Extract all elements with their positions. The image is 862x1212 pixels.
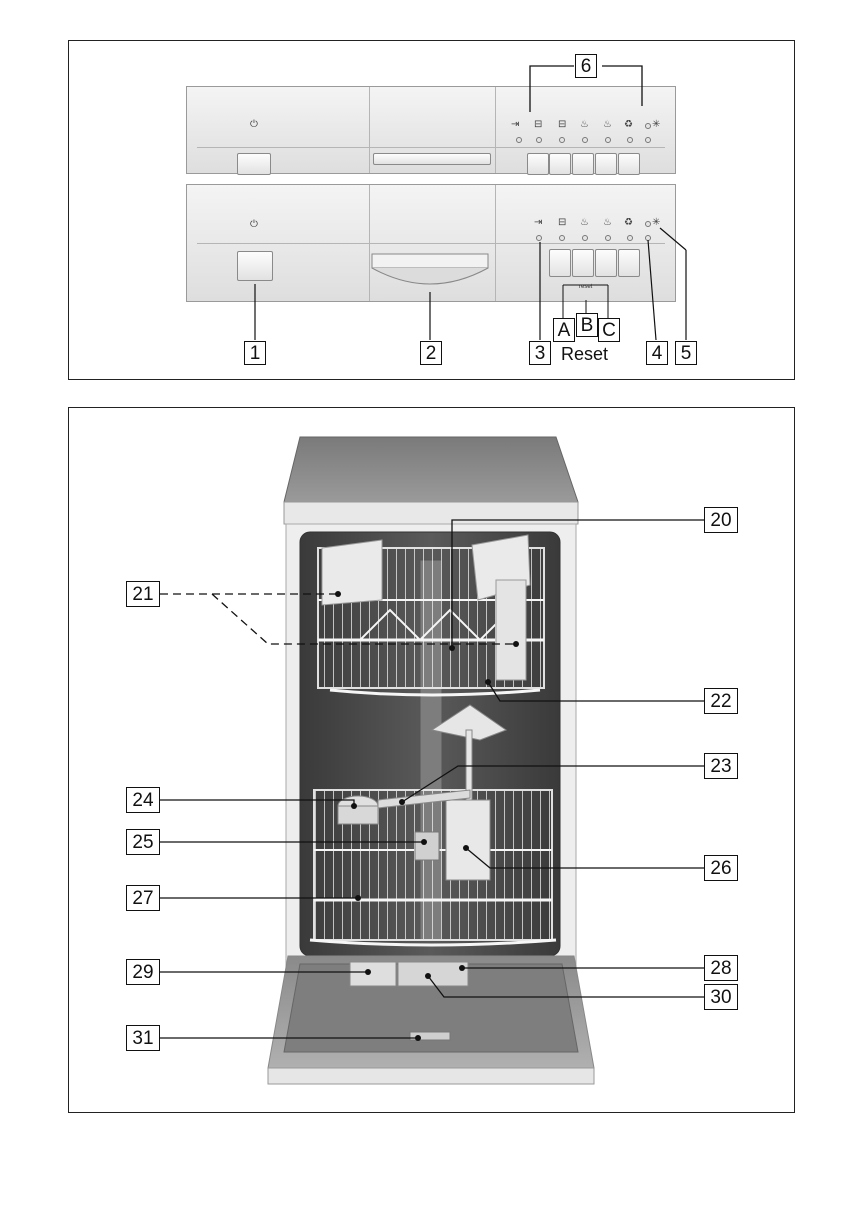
callout-1: 1 [244, 341, 266, 365]
program-button[interactable] [549, 249, 571, 277]
callout-3: 3 [529, 341, 551, 365]
program-icon-2: ♨ [580, 217, 589, 228]
led [645, 123, 651, 129]
power-button[interactable] [237, 153, 271, 175]
program-button[interactable] [618, 153, 640, 175]
callout-25: 25 [126, 829, 160, 855]
delay-led [536, 235, 542, 241]
program-icon-1: ⊟ [558, 217, 567, 228]
program-button[interactable] [572, 153, 594, 175]
callout-31: 31 [126, 1025, 160, 1051]
led [536, 137, 542, 143]
callout-26: 26 [704, 855, 738, 881]
delay-icon: ⇥ [511, 119, 520, 130]
led [627, 137, 633, 143]
callout-28: 28 [704, 955, 738, 981]
program-icon-4: ♻ [624, 217, 633, 228]
callout-27: 27 [126, 885, 160, 911]
program-button[interactable] [595, 249, 617, 277]
program-button[interactable] [527, 153, 549, 175]
led [605, 137, 611, 143]
callout-20: 20 [704, 507, 738, 533]
callout-5: 5 [675, 341, 697, 365]
led [627, 235, 633, 241]
callout-21: 21 [126, 581, 160, 607]
callout-4: 4 [646, 341, 668, 365]
callout-2: 2 [420, 341, 442, 365]
program-icon-5: ♻ [624, 119, 633, 130]
led [559, 235, 565, 241]
lower-basket [309, 704, 557, 947]
control-panel-upper: ⏻ ⇥ ⊟ ⊟ ♨ ♨ ♻ ✳ [186, 86, 676, 175]
reset-label: Reset [561, 344, 609, 364]
callout-23: 23 [704, 753, 738, 779]
program-icon-4: ♨ [603, 119, 612, 130]
control-panel-lower: ⏻ ⇥ ⊟ ♨ ♨ ♻ ✳ reset [186, 184, 676, 302]
program-button[interactable] [595, 153, 617, 175]
reset-small-label: reset [579, 284, 593, 290]
led [582, 235, 588, 241]
reset-callout-a: A [553, 318, 575, 342]
program-button[interactable] [549, 153, 571, 175]
program-icon-1: ⊟ [534, 119, 543, 130]
led [559, 137, 565, 143]
led [645, 137, 651, 143]
program-button[interactable] [572, 249, 594, 277]
program-icon-3: ♨ [603, 217, 612, 228]
led [582, 137, 588, 143]
program-button[interactable] [618, 249, 640, 277]
callout-30: 30 [704, 984, 738, 1010]
callout-6: 6 [575, 54, 597, 78]
upper-basket [317, 534, 545, 697]
led [605, 235, 611, 241]
callout-29: 29 [126, 959, 160, 985]
callout-22: 22 [704, 688, 738, 714]
reset-callout-c: C [598, 318, 620, 342]
reset-callout-b: B [576, 313, 598, 337]
led [516, 137, 522, 143]
led [645, 221, 651, 227]
rinse-aid-icon: ✳ [652, 119, 661, 130]
delay-icon: ⇥ [534, 217, 543, 228]
power-symbol-icon: ⏻ [250, 219, 258, 230]
rinse-aid-icon: ✳ [652, 217, 661, 228]
callout-24: 24 [126, 787, 160, 813]
program-icon-3: ♨ [580, 119, 589, 130]
power-button[interactable] [237, 251, 273, 281]
door-handle[interactable] [373, 153, 491, 165]
program-icon-2: ⊟ [558, 119, 567, 130]
power-symbol-icon: ⏻ [250, 119, 258, 130]
